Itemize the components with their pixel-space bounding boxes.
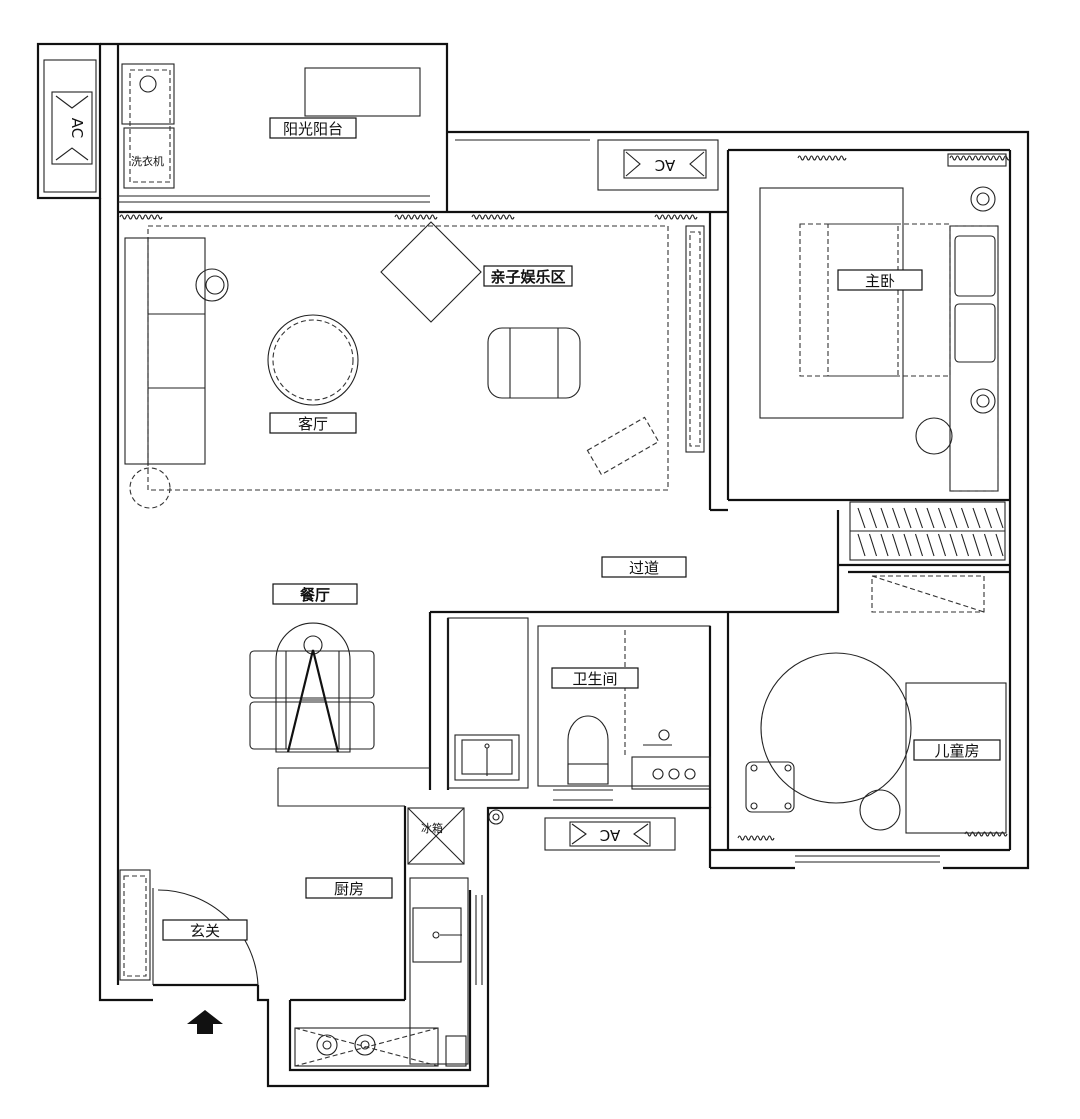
hanger-mark [937,507,947,529]
curtain-mark [654,214,698,220]
room-label-kids-play: 亲子娱乐区 [483,265,573,287]
hanger-mark [914,533,924,557]
curtain-mark [797,155,847,161]
svg-text:冰箱: 冰箱 [421,821,443,835]
hanger-mark [983,533,993,557]
hanger-mark [949,533,958,557]
washer-label: 洗衣机 [131,154,164,168]
svg-text:厨房: 厨房 [334,880,364,898]
room-label-living: 客厅 [269,412,357,434]
svg-text:过道: 过道 [629,559,659,577]
hanger-mark [960,507,970,529]
ac-top-unit: AC [597,139,719,191]
svg-text:客厅: 客厅 [298,415,328,433]
svg-text:卫生间: 卫生间 [572,670,617,688]
svg-text:AC: AC [600,826,620,844]
svg-text:AC: AC [655,156,675,174]
fridge-label: 冰箱 [421,821,443,835]
hanger-mark [903,507,912,529]
curtain-mark [394,214,438,220]
curtain-mark [119,214,163,220]
room-label-dining: 餐厅 [272,583,358,605]
ac-bottom-unit: AC [488,809,676,851]
hanger-mark [857,533,866,557]
room-label-kitchen: 厨房 [305,877,393,899]
hanger-mark [891,533,901,557]
room-label-corridor: 过道 [601,556,687,578]
hanger-mark [868,533,878,557]
room-label-child: 儿童房 [913,739,1001,761]
hanger-mark [926,507,935,529]
hanger-mark [880,507,889,529]
ac-left-unit: AC [51,91,93,165]
hanger-mark [914,507,924,529]
windows [118,139,940,985]
svg-text:儿童房: 儿童房 [934,742,979,760]
hanger-mark [880,533,889,557]
svg-text:主卧: 主卧 [865,272,895,290]
hanger-mark [972,507,981,529]
hanger-mark [995,533,1004,557]
hanger-mark [868,507,878,529]
hanger-mark [949,507,958,529]
entry-fixtures [119,869,259,1034]
curtains [119,155,1011,841]
curtain-mark [471,214,515,220]
hanger-mark [937,533,947,557]
svg-text:亲子娱乐区: 亲子娱乐区 [490,268,565,286]
room-label-sunroom: 阳光阳台 [269,117,357,139]
hanger-mark [972,533,981,557]
curtain-mark [737,835,775,841]
kitchen-fixtures [294,807,469,1067]
svg-text:AC: AC [68,118,86,138]
sunroom [121,63,421,189]
wardrobe-hangers [857,507,1004,557]
room-label-entry: 玄关 [162,919,248,941]
room-label-bathroom: 卫生间 [551,667,639,689]
svg-text:洗衣机: 洗衣机 [131,154,164,168]
svg-text:阳光阳台: 阳光阳台 [283,120,343,138]
curtain-mark [949,155,1011,161]
svg-text:玄关: 玄关 [190,922,220,940]
hanger-mark [891,507,901,529]
hanger-mark [857,507,866,529]
hanger-mark [903,533,912,557]
room-label-master: 主卧 [837,269,923,291]
svg-text:餐厅: 餐厅 [300,586,330,604]
bathroom-fixtures [454,630,711,801]
hanger-mark [983,507,993,529]
dining-furniture [249,622,375,753]
hanger-mark [960,533,970,557]
child-room-furniture [745,575,1007,834]
curtain-mark [964,831,1008,837]
master-bedroom-furniture [759,153,1007,561]
living-room-furniture [124,221,705,509]
hanger-mark [995,507,1004,529]
interior-walls [277,150,1010,1002]
hanger-mark [926,533,935,557]
